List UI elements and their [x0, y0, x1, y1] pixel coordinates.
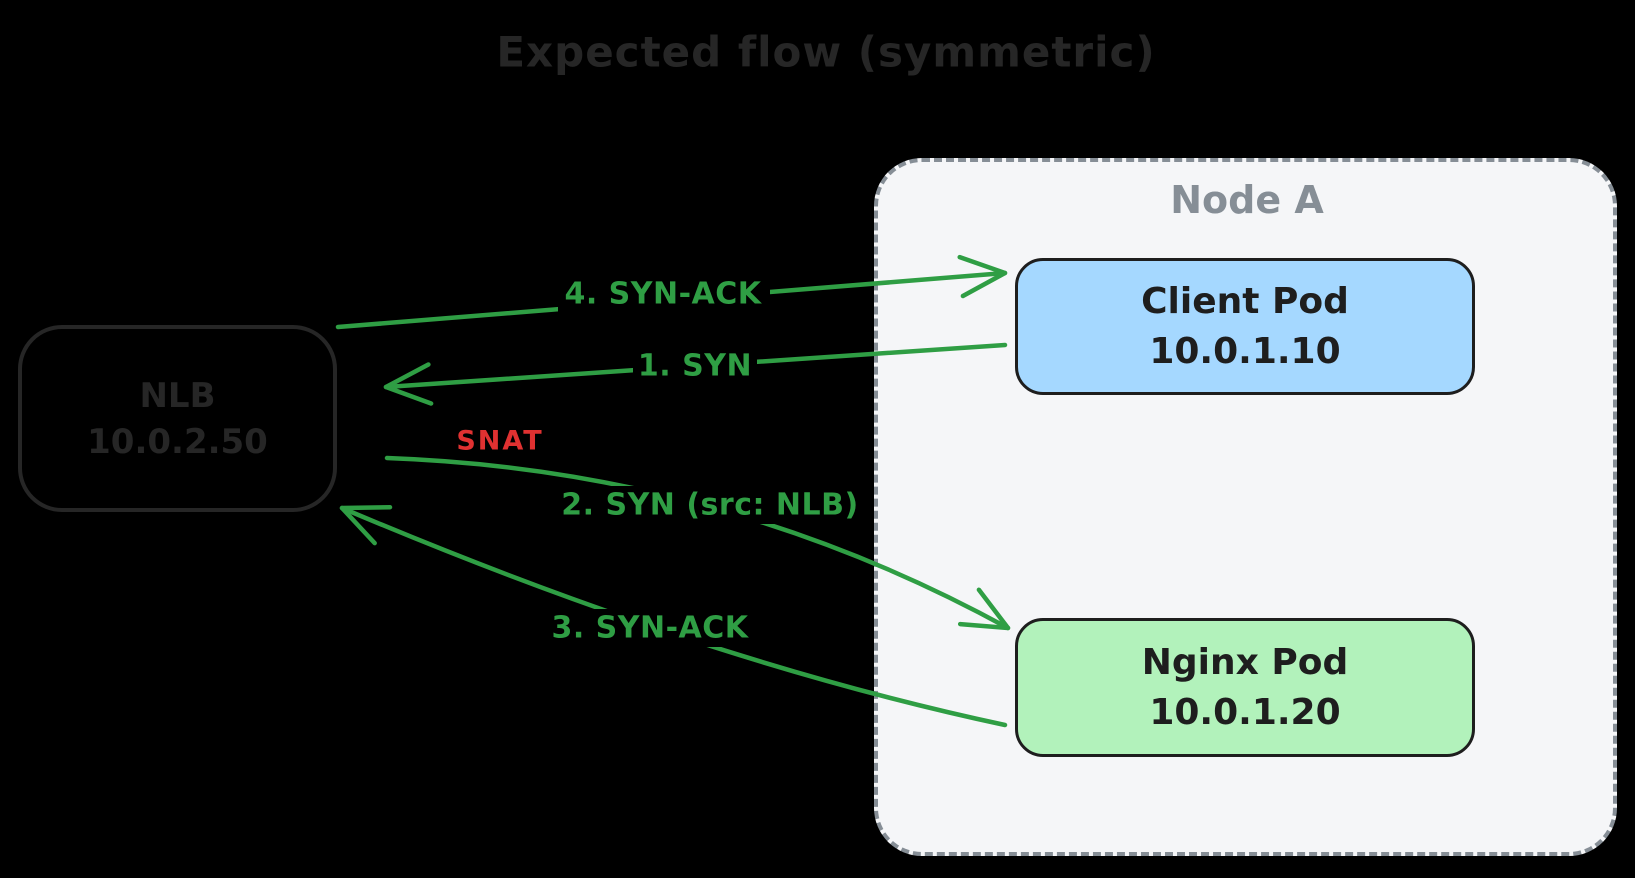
client-pod-ip: 10.0.1.10: [1149, 330, 1341, 372]
nlb-ip: 10.0.2.50: [87, 421, 268, 462]
nginx-pod-ip: 10.0.1.20: [1149, 691, 1341, 733]
client-pod-name: Client Pod: [1141, 280, 1349, 322]
label-bg-1: [633, 347, 757, 385]
arrow-label-3-syn-ack: 3. SYN-ACK: [551, 611, 749, 646]
nlb-box: NLB 10.0.2.50: [18, 325, 337, 512]
nlb-name: NLB: [139, 375, 216, 416]
arrow-syn-ack-to-nlb-head: [339, 504, 393, 546]
node-a-label: Node A: [1170, 178, 1324, 222]
label-bg-4: [558, 275, 770, 313]
label-bg-3: [547, 609, 753, 647]
arrow-syn-ack-to-client-head: [957, 254, 1008, 299]
diagram-title: Expected flow (symmetric): [496, 27, 1156, 77]
label-bg-2: [572, 486, 849, 524]
nginx-pod-name: Nginx Pod: [1141, 641, 1349, 683]
arrow-syn-to-nlb-head: [383, 362, 434, 406]
arrow-syn-src-nlb-head: [957, 587, 1011, 631]
arrow-syn-src-nlb: [384, 455, 1011, 631]
snat-label: SNAT: [456, 426, 543, 457]
nginx-pod-box: Nginx Pod 10.0.1.20: [1015, 618, 1475, 757]
arrow-label-1-syn: 1. SYN: [638, 349, 752, 384]
arrow-label-4-syn-ack: 4. SYN-ACK: [564, 277, 762, 312]
client-pod-box: Client Pod 10.0.1.10: [1015, 258, 1475, 395]
arrow-label-2-syn-src-nlb: 2. SYN (src: NLB): [561, 488, 858, 523]
